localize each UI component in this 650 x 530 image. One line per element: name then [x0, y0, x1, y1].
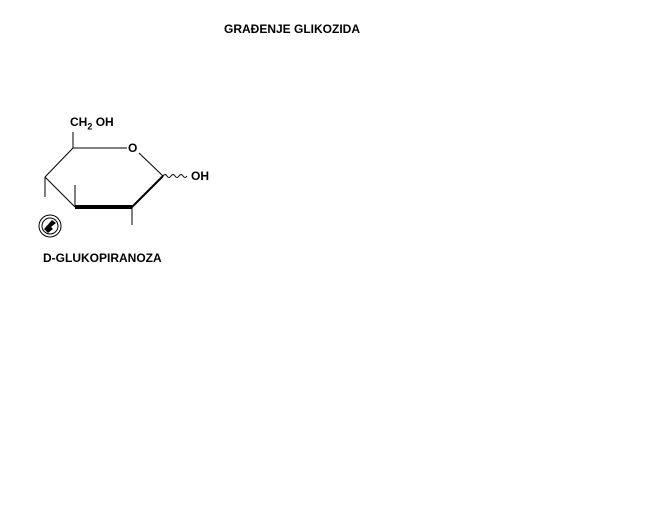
- bond-c4-c5: [44, 147, 74, 178]
- wavy-bond: [162, 174, 188, 178]
- bond-c1-c2: [131, 175, 164, 208]
- molecule-name: D-GLUKOPIRANOZA: [43, 251, 162, 265]
- bond-c3-c4: [44, 176, 76, 208]
- ring-oxygen-label: O: [128, 141, 138, 155]
- sound-speaker-icon[interactable]: [38, 214, 62, 238]
- ch2oh-label: CH2 OH: [70, 115, 114, 132]
- bond-o-c1: [138, 152, 164, 177]
- page-title: GRAĐENJE GLIKOZIDA: [224, 22, 361, 36]
- anomeric-oh-label: OH: [191, 169, 209, 183]
